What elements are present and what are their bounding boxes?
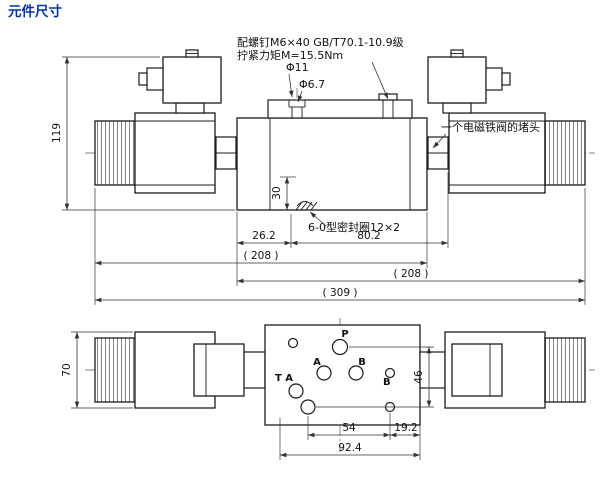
page-title: 元件尺寸 [8,3,62,20]
left-connector [138,49,222,114]
svg-text:119: 119 [51,123,63,143]
left-cable-gland [146,67,164,91]
svg-text:一个电磁铁阀的堵头: 一个电磁铁阀的堵头 [441,120,540,134]
dim-70: 70 [61,331,133,409]
svg-text:Φ6.7: Φ6.7 [299,78,325,91]
port-b [348,365,364,381]
plan-view: P A B T A B 70 46 [61,318,595,460]
svg-text:6-0型密封圈12×2: 6-0型密封圈12×2 [308,220,400,234]
svg-text:80.2: 80.2 [357,230,380,242]
port-a [316,365,332,381]
svg-text:( 208 ): ( 208 ) [244,250,279,262]
dim-208-right: ( 208 ) [237,188,586,305]
port-a-label: A [313,357,321,368]
svg-text:Φ11: Φ11 [286,61,309,74]
mounting-hole-1 [287,337,299,349]
mounting-hole-2 [384,367,396,379]
svg-text:30: 30 [271,186,283,199]
dim-92-4: 92.4 [279,418,420,460]
right-cable-gland [485,67,503,91]
plug-note: 一个电磁铁阀的堵头 [432,120,540,149]
left-solenoid [134,112,216,194]
seal-note: 6-0型密封圈12×2 [308,211,400,234]
right-solenoid [448,112,546,194]
bolt-note-line2: 拧紧力矩M=15.5Nm [237,48,343,62]
plan-left-end-cap [94,337,136,403]
valve-body [236,93,428,211]
plan-right-connector [451,343,503,397]
dim-309: ( 309 ) [95,287,585,303]
plan-right-tube [419,351,446,389]
mounting-bolt [378,93,398,118]
dim-119: 119 [51,56,235,211]
right-tube-plug [427,136,449,170]
dim-46: 46 [316,346,434,408]
left-end-cap [94,120,136,186]
port-b-label: B [358,357,366,368]
plan-left-connector [193,343,245,397]
port-b2-label: B [383,377,391,388]
svg-text:19.2: 19.2 [394,422,417,434]
port-t2 [300,399,316,415]
o-ring-seal-symbol [293,201,321,211]
bolt-note-line1: 配螺钉M6×40 GB/T70.1-10.9级 [237,36,404,49]
dia6-7-callout: Φ6.7 [297,78,325,103]
dim-30: 30 [271,176,296,210]
svg-text:70: 70 [61,363,73,376]
plan-valve-body: P A B T A B [264,324,421,426]
valve-body-top-block [267,99,413,119]
svg-text:92.4: 92.4 [338,442,362,454]
plan-right-end-cap [544,337,586,403]
side-view: 配螺钉M6×40 GB/T70.1-10.9级 拧紧力矩M=15.5Nm Φ11… [51,36,595,305]
left-tube-nut [215,136,237,170]
svg-text:54: 54 [342,422,356,434]
port-t [288,383,304,399]
svg-text:( 208 ): ( 208 ) [394,268,429,280]
svg-text:46: 46 [413,370,425,384]
dim-19-2: 19.2 [390,422,421,460]
dim-208-left: ( 208 ) [94,188,428,305]
svg-text:( 309 ): ( 309 ) [323,287,358,299]
right-end-cap [544,120,586,186]
bolt-note: 配螺钉M6×40 GB/T70.1-10.9级 拧紧力矩M=15.5Nm [237,36,404,100]
dim-26-2-and-80-2: 26.2 80.2 [236,172,449,286]
dia11-callout: Φ11 [286,61,309,98]
port-ta-label: T A [275,373,293,384]
port-p-label: P [341,329,348,340]
svg-text:26.2: 26.2 [252,230,275,242]
right-connector [427,49,511,114]
port-p [331,338,349,356]
